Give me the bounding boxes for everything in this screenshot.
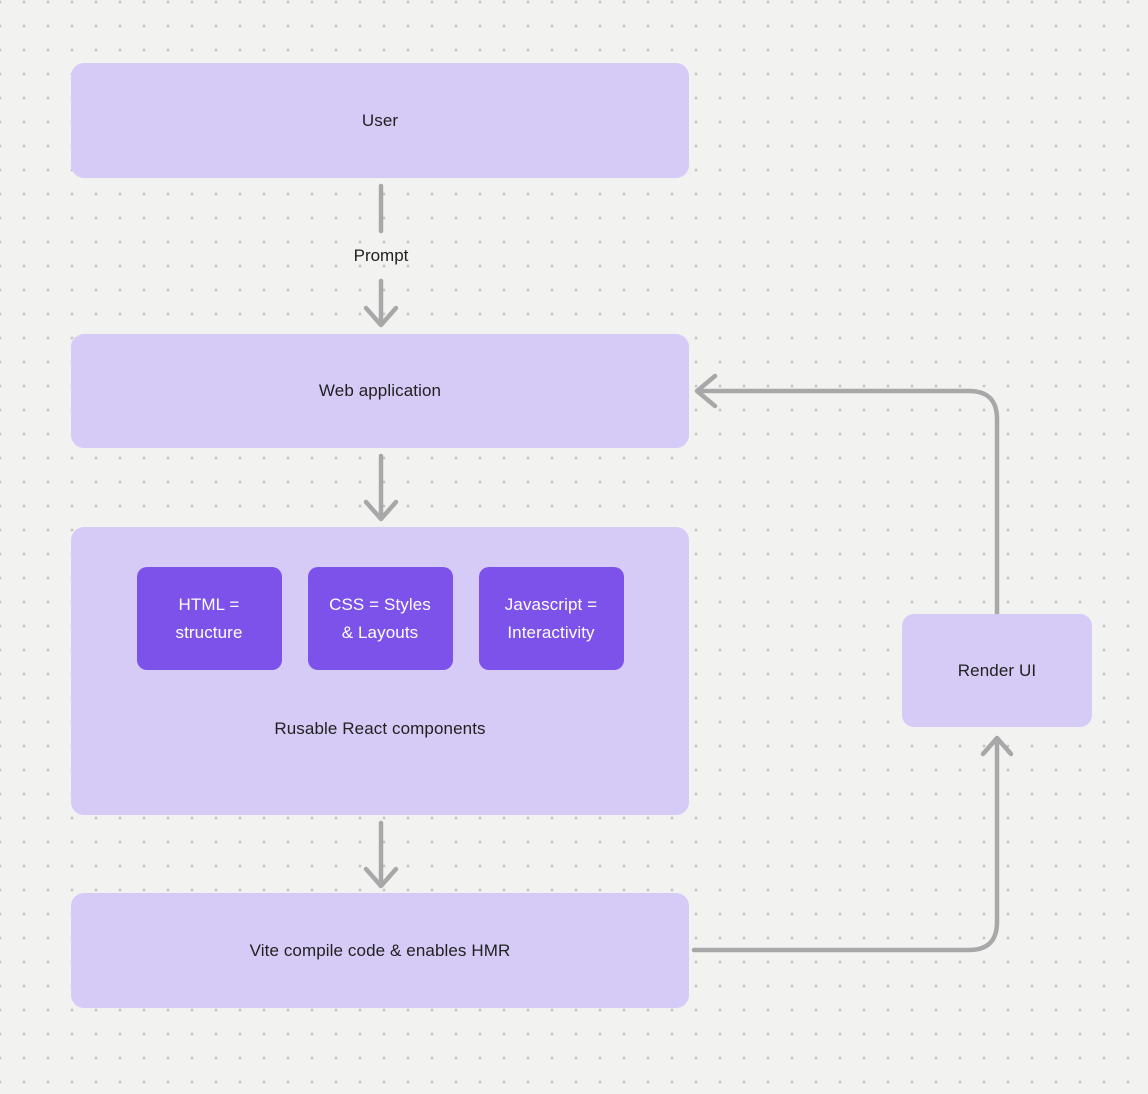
arrowhead-down-icon [363,499,399,522]
node-user[interactable]: User [71,63,689,178]
edge-label-prompt: Prompt [353,246,409,265]
node-components-group[interactable]: HTML = structure CSS = Styles & Layouts … [71,527,689,815]
arrow-line [691,739,1000,953]
arrowhead-up-icon [980,735,1014,757]
arrowhead-down-icon [363,866,399,889]
arrow-webapp-to-components[interactable] [363,453,399,522]
node-web-application-label: Web application [318,381,442,400]
node-user-label: User [361,110,399,130]
node-web-application[interactable]: Web application [71,334,689,448]
node-render-ui[interactable]: Render UI [902,614,1092,727]
node-css-label: CSS = Styles & Layouts [329,594,431,642]
node-html-label: HTML = structure [175,594,243,642]
node-render-ui-label: Render UI [957,660,1037,680]
components-group-caption: Rusable React components [274,719,486,738]
arrow-vite-to-render-ui[interactable] [691,735,1014,953]
arrow-line [697,388,1000,617]
node-html[interactable]: HTML = structure [136,567,282,670]
components-row: HTML = structure CSS = Styles & Layouts … [71,527,689,670]
node-css[interactable]: CSS = Styles & Layouts [307,567,453,670]
arrow-render-ui-to-webapp[interactable] [694,373,1000,617]
node-javascript[interactable]: Javascript = Interactivity [478,567,624,670]
node-vite-label: Vite compile code & enables HMR [249,940,511,960]
node-javascript-label: Javascript = Interactivity [504,594,598,642]
node-vite[interactable]: Vite compile code & enables HMR [71,893,689,1008]
arrow-components-to-vite[interactable] [363,820,399,889]
arrowhead-down-icon [363,305,399,328]
arrow-user-to-webapp[interactable] [363,183,399,328]
arrowhead-left-icon [694,373,718,409]
